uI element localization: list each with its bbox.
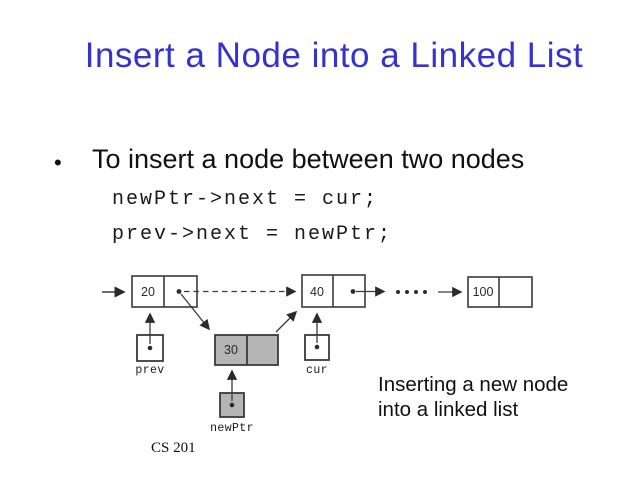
bullet-marker: •	[54, 150, 62, 175]
ellipsis-dots	[396, 290, 427, 294]
bullet-text: To insert a node between two nodes	[92, 144, 525, 174]
node-40-pointer-dot	[350, 289, 356, 294]
new-next-to-cur-arrow	[275, 310, 298, 333]
node-30-value: 30	[224, 343, 238, 357]
node-40: 40	[301, 274, 366, 308]
node-20-pointer-dot	[176, 289, 182, 294]
node-20: 20	[131, 275, 198, 308]
newptr-pointer: newPtr	[210, 369, 254, 435]
prev-next-to-new-arrow	[180, 293, 210, 331]
new-node-30: 30	[214, 334, 279, 366]
node-40-value: 40	[310, 285, 324, 299]
node-20-value: 20	[141, 285, 155, 299]
prev-pointer: prev	[135, 312, 164, 377]
slide-title: Insert a Node into a Linked List	[84, 36, 584, 75]
node-100-value: 100	[473, 285, 494, 299]
code-line-2: prev->next = newPtr;	[112, 223, 393, 246]
diagram-caption: Inserting a new node into a linked list	[378, 372, 568, 422]
code-line-1: newPtr->next = cur;	[112, 188, 379, 211]
caption-line-1: Inserting a new node	[378, 373, 569, 396]
newptr-pointer-label: newPtr	[210, 422, 254, 435]
cur-pointer: cur	[304, 312, 330, 377]
cur-pointer-label: cur	[306, 364, 328, 377]
course-footer: CS 201	[151, 440, 196, 456]
prev-pointer-label: prev	[135, 364, 164, 377]
caption-line-2: into a linked list	[378, 398, 519, 421]
node-100: 100	[467, 276, 533, 308]
